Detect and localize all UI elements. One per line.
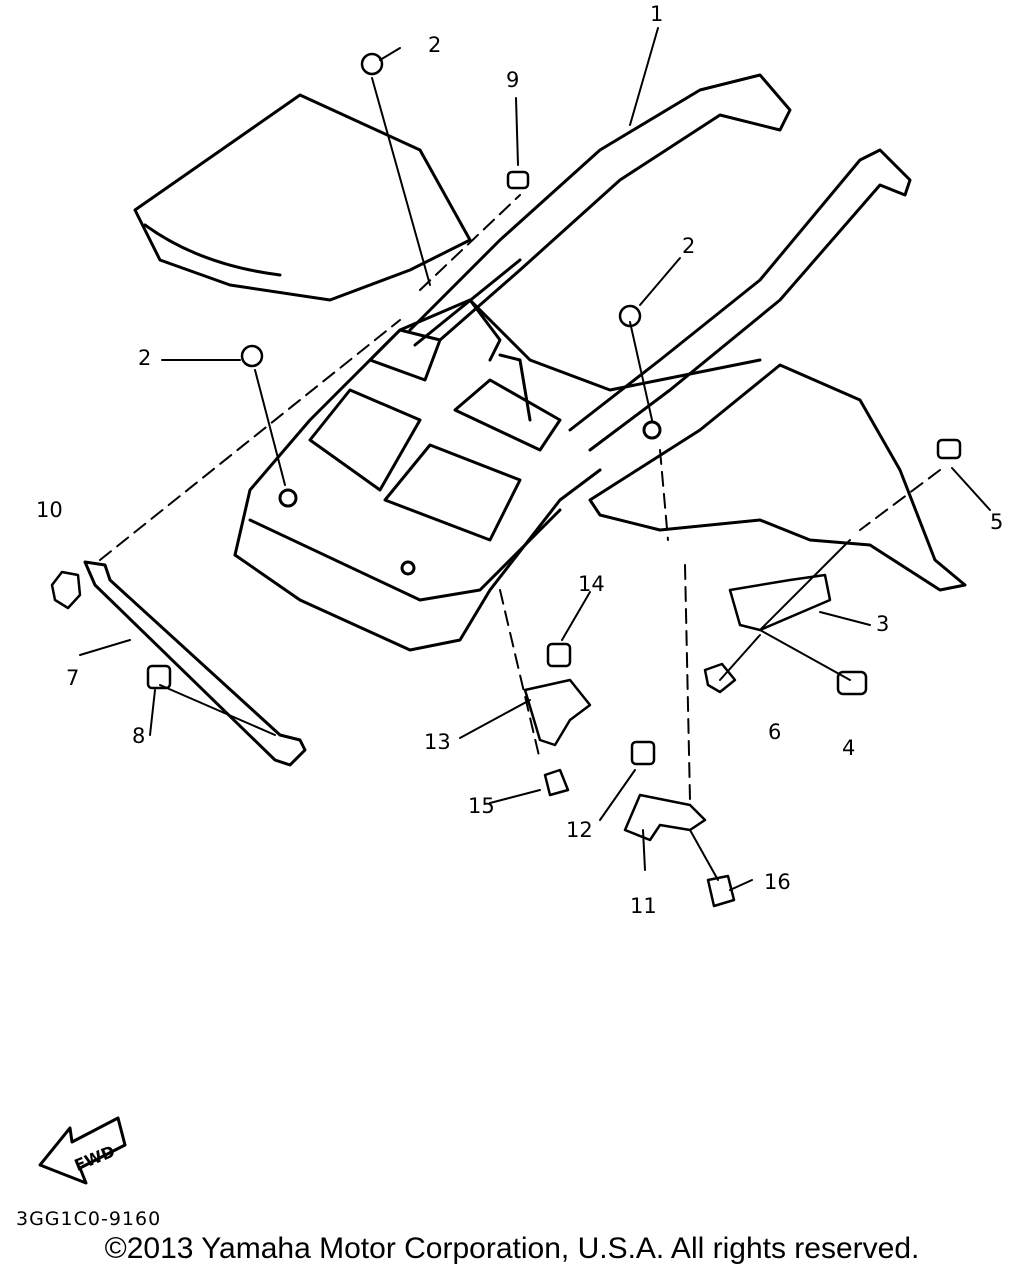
callout-15: 15 xyxy=(468,794,495,818)
fwd-arrow-icon xyxy=(38,1116,127,1185)
callout-2-top: 2 xyxy=(428,33,442,57)
callout-1: 1 xyxy=(650,2,664,26)
callout-2-left: 2 xyxy=(138,346,152,370)
callout-10: 10 xyxy=(36,498,63,522)
copyright-notice: ©2013 Yamaha Motor Corporation, U.S.A. A… xyxy=(104,1232,920,1265)
callout-16: 16 xyxy=(764,870,791,894)
callout-6: 6 xyxy=(768,720,782,744)
callout-13: 13 xyxy=(424,730,451,754)
callout-2-right: 2 xyxy=(682,234,696,258)
callout-4: 4 xyxy=(842,736,856,760)
leader-lines xyxy=(79,27,991,891)
callout-11: 11 xyxy=(630,894,657,918)
callout-7: 7 xyxy=(66,666,80,690)
rear-fender xyxy=(133,93,967,652)
callout-8: 8 xyxy=(132,724,146,748)
callout-9: 9 xyxy=(506,68,520,92)
callout-12: 12 xyxy=(566,818,593,842)
stay-bracket xyxy=(83,560,307,767)
part-code: 3GG1C0-9160 xyxy=(16,1208,162,1230)
callout-14: 14 xyxy=(578,572,605,596)
fasteners xyxy=(50,52,962,908)
callout-5: 5 xyxy=(990,510,1004,534)
callout-3: 3 xyxy=(876,612,890,636)
carrier-rail xyxy=(408,73,912,452)
fwd-label: FWD xyxy=(72,1142,118,1175)
